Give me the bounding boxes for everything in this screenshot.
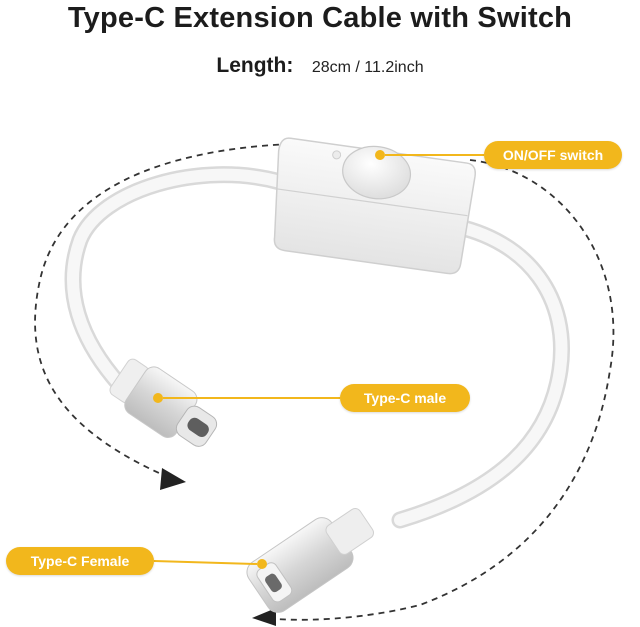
switch-knob-icon — [342, 145, 412, 200]
female-pointer-dot-icon — [257, 559, 267, 569]
length-path-right — [264, 159, 615, 621]
type-c-female-socket — [246, 508, 374, 613]
switch-pointer-dot-icon — [375, 150, 385, 160]
length-label: Length: — [216, 54, 294, 77]
male-pointer-dot-icon — [153, 393, 163, 403]
arrow-head-right-icon — [252, 608, 276, 626]
callout-on-off-switch: ON/OFF switch — [484, 141, 622, 169]
type-c-male-plug — [109, 358, 218, 447]
switch-led-icon — [332, 150, 342, 160]
callout-type-c-male: Type-C male — [340, 384, 470, 412]
arrow-head-left-icon — [160, 468, 186, 490]
length-value: 28cm / 11.2inch — [311, 59, 424, 76]
length-path-left — [34, 143, 291, 479]
callout-type-c-female: Type-C Female — [6, 547, 154, 575]
length-row: Length: 28cm / 11.2inch — [0, 54, 640, 78]
product-title: Type-C Extension Cable with Switch — [67, 2, 573, 34]
switch-box — [273, 137, 476, 275]
